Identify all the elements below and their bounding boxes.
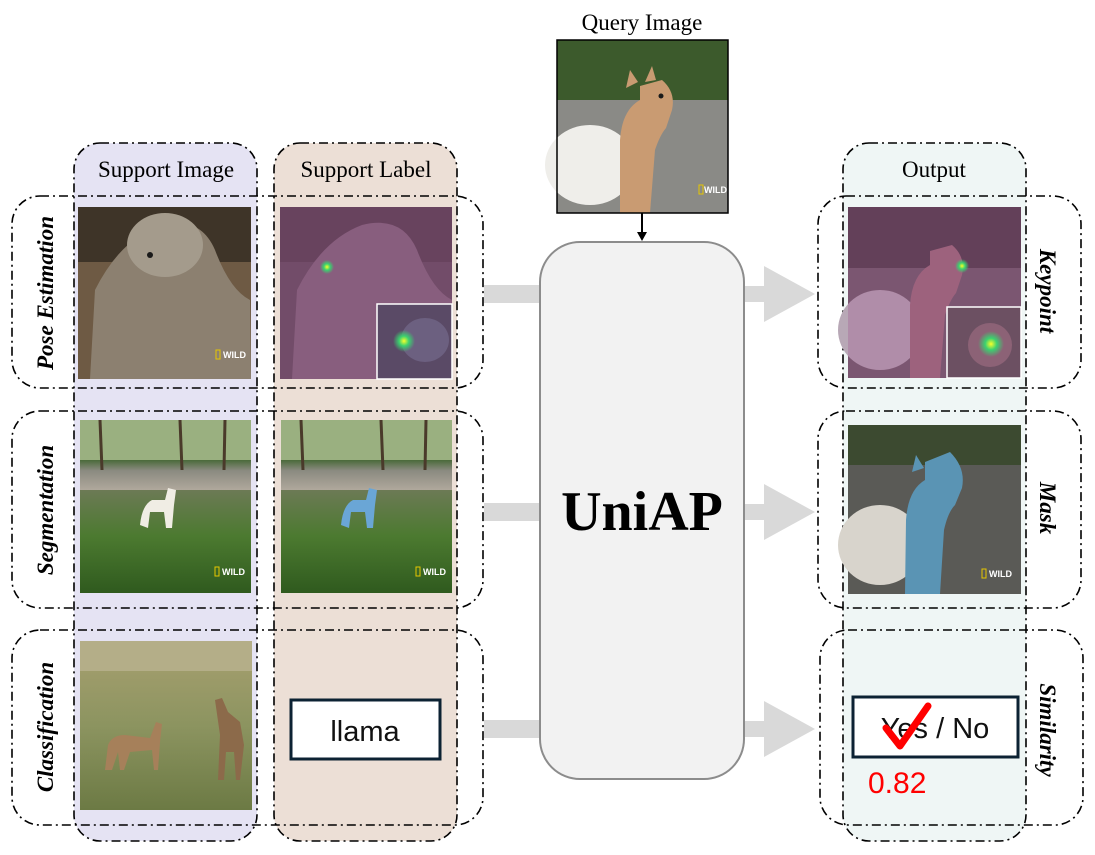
support-image-classification	[80, 641, 252, 810]
arrow-output-mask	[745, 484, 815, 540]
arrow-input-segmentation	[484, 503, 540, 521]
support-label-segmentation: WILD	[281, 419, 452, 593]
output-label-similarity: Similarity	[1035, 683, 1060, 777]
output-mask: WILD	[838, 425, 1021, 594]
watermark-query: WILD	[704, 185, 727, 195]
similarity-score: 0.82	[868, 767, 926, 800]
uniap-model-name: UniAP	[561, 481, 723, 543]
support-image-segmentation: WILD	[80, 419, 251, 593]
watermark-seg-support: WILD	[222, 567, 245, 577]
support-label-header: Support Label	[301, 157, 432, 182]
output-label-keypoint: Keypoint	[1035, 248, 1060, 334]
class-label-box	[289, 698, 442, 761]
query-image-title: Query Image	[582, 10, 703, 35]
support-label-pose	[280, 207, 453, 380]
task-label-pose: Pose Estimation	[33, 216, 58, 371]
arrow-output-keypoint	[745, 266, 815, 322]
arrow-output-similarity	[745, 701, 815, 757]
support-image-header: Support Image	[98, 157, 234, 182]
watermark-seg-label: WILD	[423, 567, 446, 577]
task-label-segmentation: Segmentation	[33, 445, 58, 575]
output-keypoint	[838, 207, 1022, 379]
arrow-input-pose	[484, 285, 540, 303]
arrow-input-classification	[484, 720, 540, 738]
mask-row-right	[817, 410, 1082, 609]
query-image: WILD	[545, 39, 729, 214]
output-label-mask: Mask	[1035, 481, 1060, 535]
similarity-answer-box	[851, 695, 1020, 759]
support-image-pose: WILD	[78, 207, 251, 379]
output-header: Output	[902, 157, 967, 182]
watermark-mask-output: WILD	[989, 569, 1012, 579]
classification-row-left	[11, 629, 484, 826]
class-label-text: llama	[330, 716, 400, 748]
check-mark-icon	[882, 702, 932, 750]
uniap-model-box	[539, 241, 745, 780]
watermark-pose-support: WILD	[223, 350, 246, 360]
keypoint-row-right	[817, 195, 1082, 389]
similarity-row-right	[819, 629, 1084, 826]
task-label-classification: Classification	[33, 662, 58, 792]
segmentation-row-left	[11, 410, 484, 609]
pose-row-left	[11, 195, 484, 389]
